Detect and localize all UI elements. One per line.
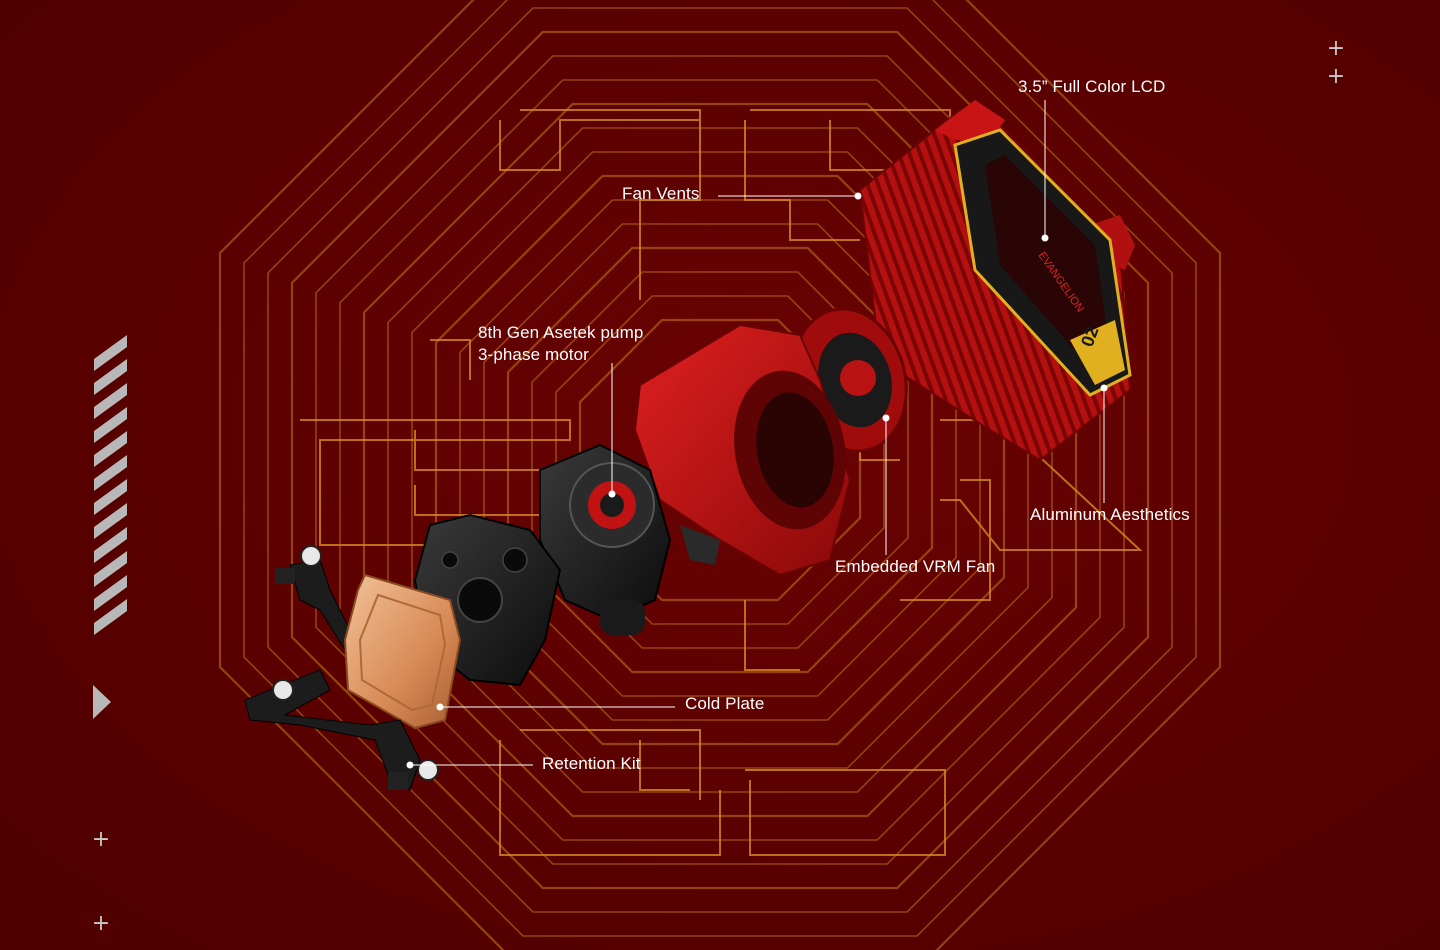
pump-housing [633, 323, 852, 577]
plus-icon: + [91, 827, 111, 852]
plus-icon: + [1326, 64, 1346, 89]
aluminum-label: Aluminum Aesthetics [1030, 505, 1190, 524]
hazard-stripe [94, 455, 127, 491]
hazard-stripe [94, 503, 127, 539]
retention-bracket-top [275, 545, 356, 651]
play-arrow-icon [93, 685, 111, 719]
lcd-marker-dot [1041, 234, 1049, 242]
plus-icon: + [1326, 36, 1346, 61]
fan-vents-label: Fan Vents [622, 184, 700, 203]
octagon-ring [243, 0, 1197, 937]
vrm-fan-label: Embedded VRM Fan [835, 557, 996, 576]
octagon-ring [483, 223, 957, 697]
pump-label-line1: 8th Gen Asetek pump [478, 323, 644, 342]
octagon-ring [267, 7, 1173, 913]
plus-icon: + [91, 911, 111, 936]
octagon-ring [218, 0, 1222, 950]
hazard-stripe [94, 479, 127, 515]
hazard-stripe [94, 431, 127, 467]
top-shroud: EVANGELION 02 [858, 100, 1135, 462]
lcd-label: 3.5” Full Color LCD [1018, 77, 1166, 96]
vrm-fan-marker-dot [882, 414, 890, 422]
hazard-stripe [94, 383, 127, 419]
hazard-stripe [94, 575, 127, 611]
cold-plate-marker-dot [436, 703, 444, 711]
cold-plate-label: Cold Plate [685, 694, 765, 713]
hazard-stripes-icon [94, 335, 127, 635]
retention-kit-marker-dot [406, 761, 414, 769]
hazard-stripe [94, 599, 127, 635]
octagon-ring [506, 246, 934, 674]
pump-motor [539, 443, 672, 635]
aluminum-marker-dot [1100, 384, 1108, 392]
hazard-stripe [94, 407, 127, 443]
hazard-stripe [94, 551, 127, 587]
hazard-stripe [94, 335, 127, 371]
hazard-stripe [94, 527, 127, 563]
vrm-fan [792, 307, 908, 453]
pump-label-line2: 3-phase motor [478, 345, 589, 364]
hazard-stripe [94, 359, 127, 395]
copper-cold-plate [343, 573, 462, 730]
fan-vents-marker-dot [854, 192, 862, 200]
retention-kit-label: Retention Kit [542, 754, 641, 773]
pump-marker-dot [608, 490, 616, 498]
